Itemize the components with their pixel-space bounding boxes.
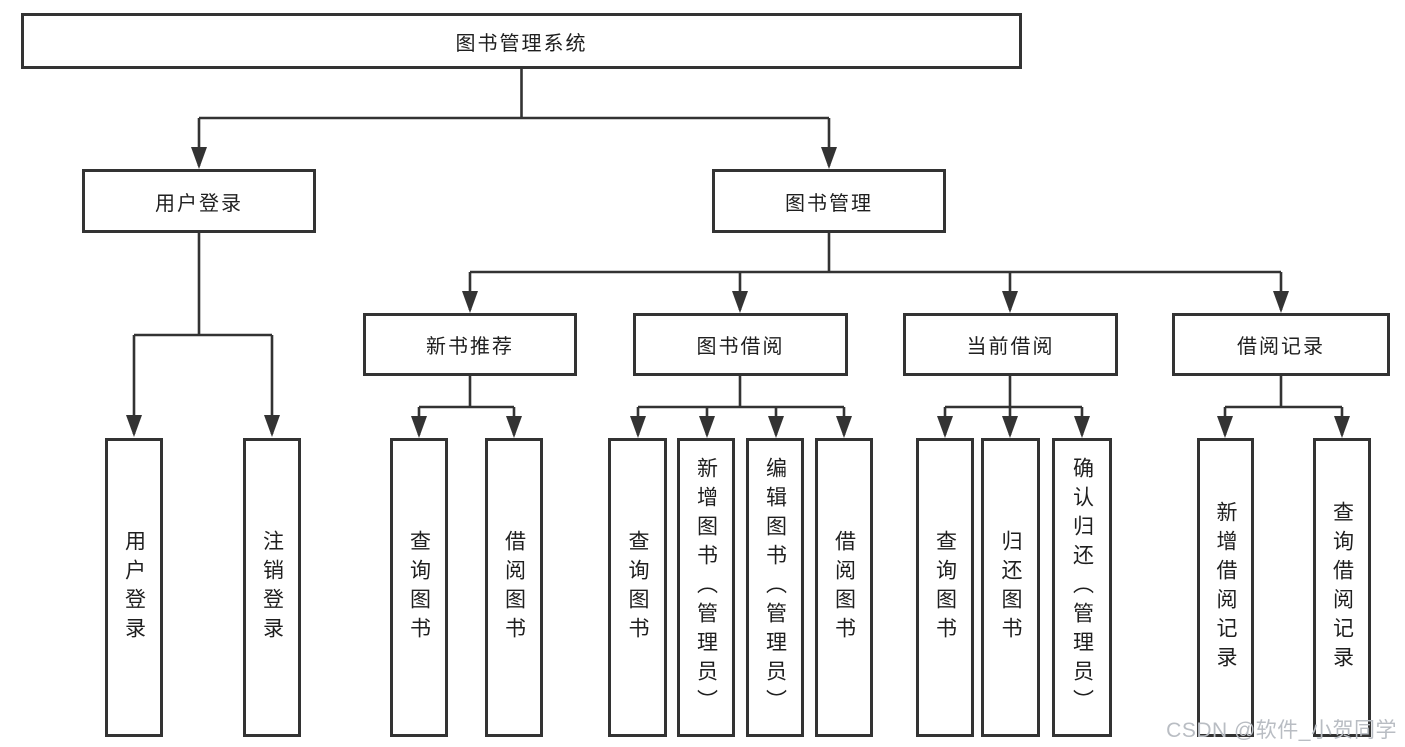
leaf-add-borrow-record: 新增借阅记录 (1197, 438, 1254, 737)
leaf-borrow-books-recommend: 借阅图书 (485, 438, 543, 737)
leaf-query-books-current: 查询图书 (916, 438, 974, 737)
leaf-user-login: 用户登录 (105, 438, 163, 737)
node-library-management-system: 图书管理系统 (21, 13, 1022, 69)
node-book-borrow: 图书借阅 (633, 313, 848, 376)
csdn-watermark: CSDN @软件_小贺同学 (1166, 719, 1397, 742)
leaf-borrow-books-recommend-label: 借阅图书 (502, 529, 526, 646)
leaf-confirm-return-admin-label: 确认归还（管理员） (1070, 457, 1094, 718)
leaf-user-login-label: 用户登录 (122, 529, 146, 646)
node-user-login: 用户登录 (82, 169, 316, 233)
connector-book-management (468, 233, 1283, 310)
leaf-logout: 注销登录 (243, 438, 301, 737)
node-book-management: 图书管理 (712, 169, 946, 233)
leaf-logout-label: 注销登录 (260, 529, 284, 646)
connector-borrow-records (1223, 376, 1344, 435)
leaf-add-borrow-record-label: 新增借阅记录 (1214, 500, 1237, 675)
leaf-return-book-label: 归还图书 (999, 529, 1022, 646)
leaf-query-books-recommend: 查询图书 (390, 438, 448, 737)
connector-login (132, 233, 274, 434)
node-new-book-recommend: 新书推荐 (363, 313, 577, 376)
leaf-query-books-borrow: 查询图书 (608, 438, 667, 737)
leaf-edit-book-admin: 编辑图书（管理员） (746, 438, 804, 737)
arrowheads (126, 147, 1350, 438)
leaf-add-book-admin-label: 新增图书（管理员） (694, 457, 718, 718)
node-borrow-records: 借阅记录 (1172, 313, 1390, 376)
leaf-query-borrow-record: 查询借阅记录 (1313, 438, 1371, 737)
leaf-confirm-return-admin: 确认归还（管理员） (1052, 438, 1112, 737)
leaf-edit-book-admin-label: 编辑图书（管理员） (763, 457, 787, 718)
leaf-borrow-books-borrow: 借阅图书 (815, 438, 873, 737)
leaf-return-book: 归还图书 (981, 438, 1040, 737)
leaf-query-books-recommend-label: 查询图书 (407, 529, 431, 646)
leaf-borrow-books-borrow-label: 借阅图书 (832, 529, 856, 646)
leaf-query-borrow-record-label: 查询借阅记录 (1330, 500, 1354, 675)
leaf-query-books-current-label: 查询图书 (933, 529, 957, 646)
connector-root (197, 69, 831, 166)
leaf-query-books-borrow-label: 查询图书 (626, 529, 649, 646)
connector-new-book (417, 376, 516, 435)
leaf-add-book-admin: 新增图书（管理员） (677, 438, 735, 737)
node-current-borrow: 当前借阅 (903, 313, 1118, 376)
connector-book-borrow (636, 376, 846, 435)
